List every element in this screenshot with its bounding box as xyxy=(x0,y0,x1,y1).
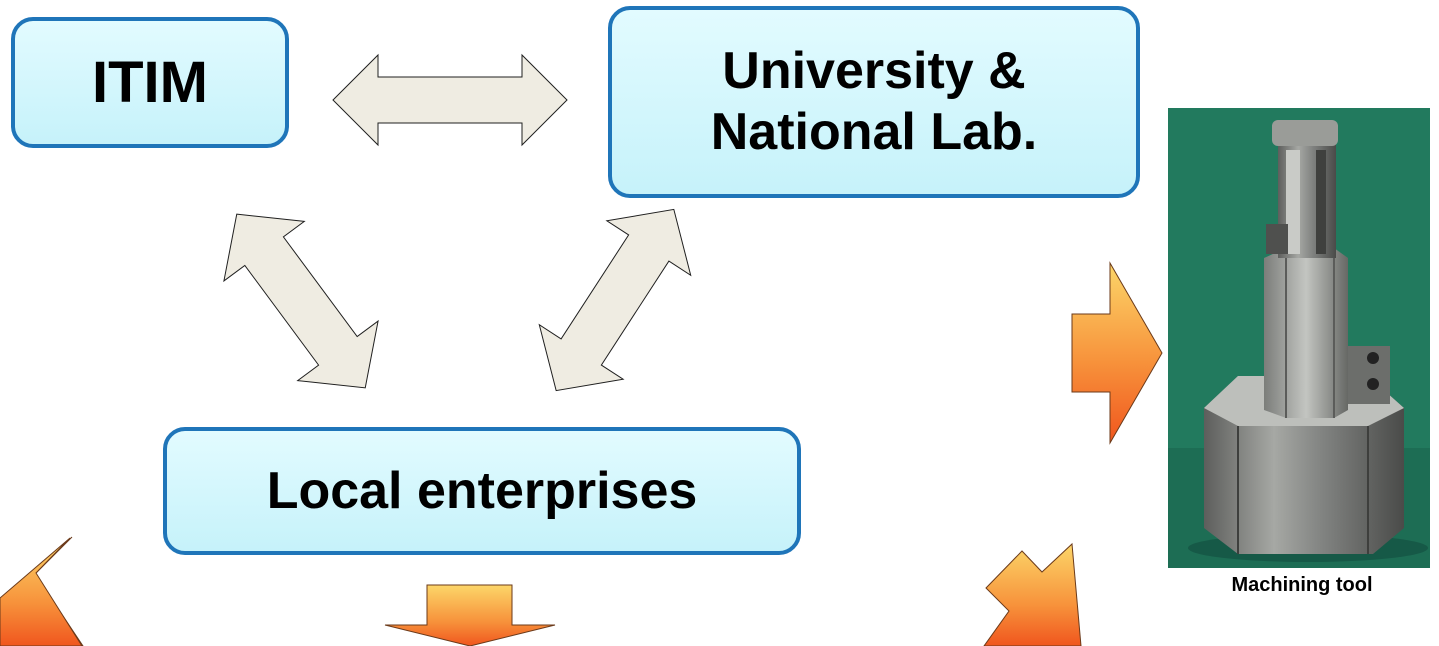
machining-tool-photo xyxy=(1168,108,1430,568)
double-arrow-itim-local xyxy=(223,213,379,389)
orange-arrow-down-left-body xyxy=(0,537,83,646)
orange-arrow-right xyxy=(1071,261,1163,445)
double-arrow-itim-university xyxy=(332,53,568,147)
photo-caption: Machining tool xyxy=(1231,574,1373,596)
node-university-national-lab: University & National Lab. xyxy=(608,6,1140,198)
node-university-label: University & National Lab. xyxy=(710,42,1038,161)
node-itim-label: ITIM xyxy=(92,50,208,115)
orange-arrow-down-right xyxy=(983,542,1082,646)
double-arrow-university-local xyxy=(538,208,692,392)
orange-arrow-down-center xyxy=(384,584,556,646)
node-itim: ITIM xyxy=(11,17,289,148)
machining-tool-image xyxy=(1168,108,1430,568)
node-local-label: Local enterprises xyxy=(266,462,698,520)
node-local-enterprises: Local enterprises xyxy=(163,427,801,555)
